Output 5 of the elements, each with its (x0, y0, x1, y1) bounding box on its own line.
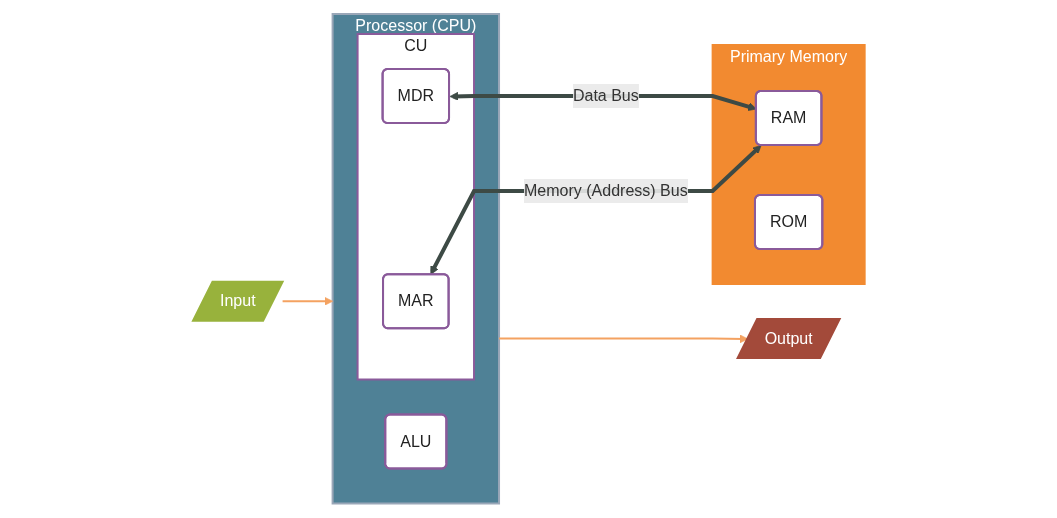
arrow (430, 145, 762, 276)
arrow (281, 297, 333, 306)
edge-label: Memory (Address) Bus (523, 182, 688, 200)
arrow (497, 334, 748, 344)
edge-label: Data Bus (572, 87, 639, 105)
